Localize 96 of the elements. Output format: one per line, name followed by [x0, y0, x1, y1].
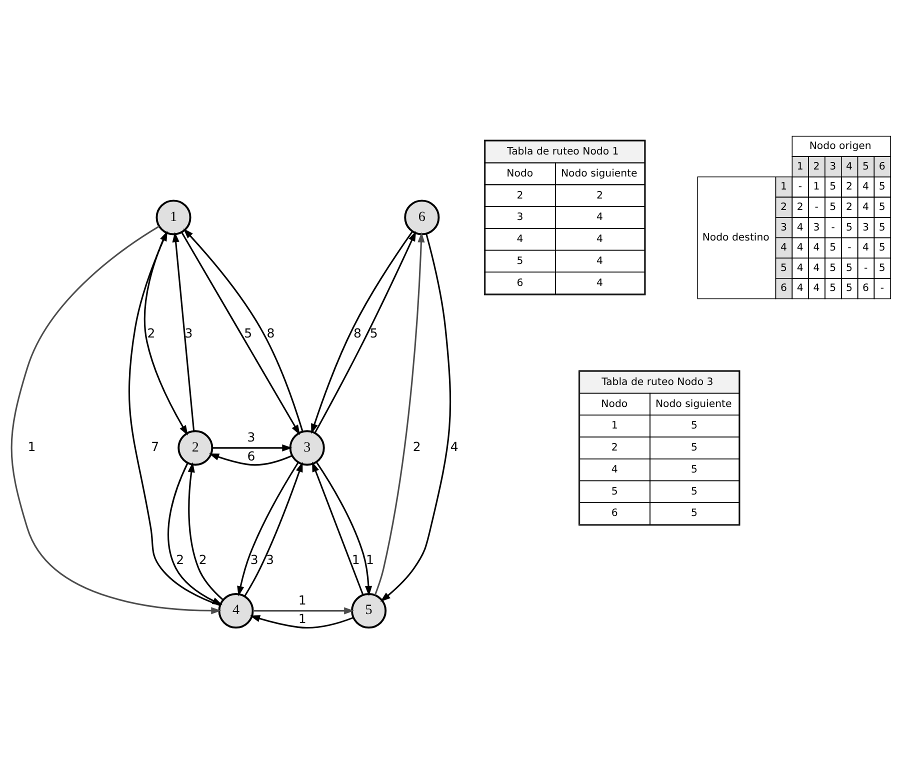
- label: 6: [516, 278, 524, 289]
- edge-label: 1: [352, 552, 360, 568]
- label: 5: [691, 442, 698, 454]
- label: 5: [830, 262, 836, 274]
- label: 2: [596, 190, 603, 202]
- label: 4: [862, 202, 869, 213]
- label: 4: [813, 262, 820, 274]
- label: 5: [878, 182, 886, 193]
- label: 4: [796, 262, 804, 274]
- label: 5: [691, 464, 698, 476]
- label: 5: [780, 262, 787, 274]
- label: 5: [846, 222, 853, 234]
- label: 2: [846, 182, 853, 193]
- label: Tabla de ruteo Nodo 3: [602, 376, 714, 388]
- edge-label: 8: [353, 326, 362, 341]
- edge-label: 6: [247, 448, 256, 464]
- label: 1: [796, 161, 804, 172]
- edge-label: 2: [147, 326, 156, 341]
- label: 4: [796, 222, 804, 234]
- label: 4: [796, 283, 804, 294]
- label: 1: [813, 182, 820, 193]
- label: 5: [862, 161, 869, 172]
- label: 5: [830, 283, 836, 294]
- label: 2: [611, 442, 618, 454]
- label: 5: [846, 262, 853, 274]
- label: 2: [846, 202, 853, 213]
- label: 4: [596, 234, 603, 246]
- label: Nodo: [601, 398, 628, 410]
- label: 4: [813, 283, 820, 294]
- label: 4: [516, 234, 524, 246]
- label: 2: [813, 161, 820, 172]
- label: Nodo siguiente: [560, 168, 638, 180]
- label: -: [864, 262, 868, 274]
- label: 3: [830, 161, 836, 172]
- label: 4: [596, 256, 603, 267]
- label: 5: [878, 262, 886, 274]
- label: Nodo origen: [809, 141, 872, 152]
- edge-label: 2: [412, 438, 421, 454]
- label: 4: [796, 242, 804, 254]
- label: Tabla de ruteo Nodo 1: [507, 146, 619, 158]
- label: 3: [813, 222, 820, 234]
- label: 4: [596, 278, 603, 289]
- label: 4: [596, 212, 603, 224]
- label: -: [831, 222, 835, 234]
- label: -: [798, 182, 802, 193]
- edge-label: 3: [184, 326, 193, 341]
- label: 4: [780, 242, 787, 254]
- label: 1: [611, 420, 618, 432]
- edge-label: 3: [247, 430, 256, 445]
- label: 4: [862, 242, 869, 254]
- label: 6: [780, 283, 787, 294]
- label: Nodo siguiente: [655, 398, 732, 410]
- label: 6: [611, 508, 618, 520]
- label: -: [848, 242, 852, 254]
- label: 5: [878, 242, 886, 254]
- edge-label: 7: [151, 438, 160, 454]
- label: 2: [780, 202, 787, 213]
- edge-label: 5: [370, 326, 378, 341]
- edge-label: 4: [450, 438, 458, 454]
- label: 5: [691, 420, 698, 432]
- label: 4: [846, 161, 853, 172]
- label: 5: [691, 508, 698, 520]
- label: 5: [830, 202, 836, 213]
- label: -: [814, 202, 818, 213]
- label: 3: [780, 222, 787, 234]
- label: 3: [862, 222, 869, 234]
- label: 5: [611, 486, 618, 498]
- label: 4: [862, 182, 869, 193]
- edge-label: 1: [298, 592, 306, 608]
- label: 4: [611, 464, 618, 476]
- label: 5: [846, 283, 853, 294]
- label: 2: [796, 202, 804, 213]
- label: 6: [878, 161, 886, 172]
- label: 1: [780, 182, 787, 193]
- label: 6: [862, 283, 869, 294]
- edge-label: 1: [366, 552, 374, 568]
- label: 5: [516, 256, 524, 267]
- label: Nodo destino: [702, 232, 770, 244]
- label: 5: [830, 242, 836, 254]
- label: -: [880, 283, 884, 294]
- edge-label: 2: [176, 552, 184, 568]
- label: 5: [691, 486, 698, 498]
- label: 4: [813, 242, 820, 254]
- label: 3: [516, 212, 524, 224]
- edge-label: 1: [28, 438, 36, 454]
- label: 5: [878, 202, 886, 213]
- label: 2: [516, 190, 524, 202]
- edge-label: 2: [198, 552, 207, 568]
- edge-label: 8: [266, 326, 275, 341]
- edge-label: 1: [298, 611, 306, 626]
- label: Nodo: [506, 168, 534, 180]
- label: 5: [878, 222, 886, 234]
- label: 5: [830, 182, 836, 193]
- edge-label: 3: [266, 552, 274, 568]
- edge-label: 5: [244, 326, 252, 341]
- edge-label: 3: [250, 552, 258, 568]
